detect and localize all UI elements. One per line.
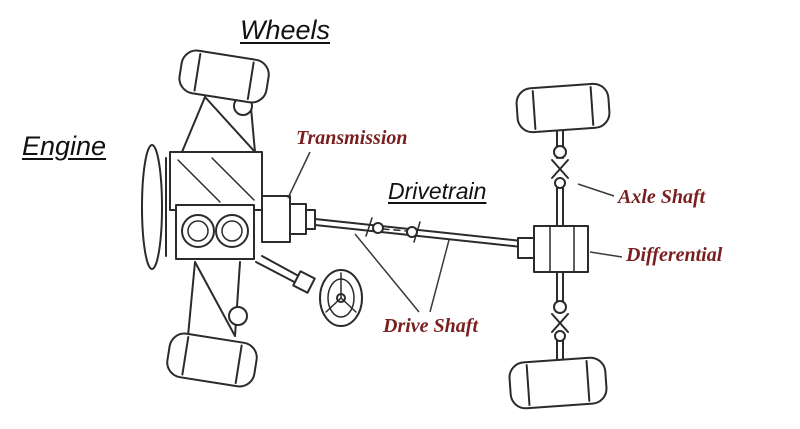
- steering-assembly: [255, 255, 363, 327]
- drive-shaft: [314, 217, 535, 259]
- drive-shaft-label: Drive Shaft: [383, 315, 478, 337]
- front-upper-suspension: [181, 96, 256, 153]
- differential-unit: [533, 225, 589, 273]
- drivetrain-label: Drivetrain: [388, 178, 487, 204]
- rear-wheel-top: [515, 82, 611, 134]
- axle-shaft-label: Axle Shaft: [618, 186, 706, 208]
- engine-block: [169, 151, 263, 260]
- front-bumper: [141, 144, 167, 270]
- axle-shaft-pointer: [577, 183, 615, 197]
- drive-shaft-pointer-right: [429, 239, 450, 313]
- differential-pointer: [589, 251, 623, 258]
- engine-label: Engine: [22, 131, 107, 161]
- universal-joint-lower: [551, 300, 569, 342]
- rear-wheel-bottom: [508, 356, 608, 410]
- callout-lines: [287, 151, 623, 313]
- transmission-label: Transmission: [296, 127, 408, 149]
- differential-label: Differential: [626, 244, 723, 266]
- universal-joint-upper: [551, 145, 569, 189]
- transmission-pointer: [287, 151, 311, 199]
- drive-shaft-pointer-left: [354, 233, 420, 313]
- front-lower-suspension: [187, 261, 248, 337]
- transmission-housing: [261, 195, 316, 243]
- wheels-label: Wheels: [240, 15, 331, 45]
- front-wheel-bottom: [166, 332, 258, 388]
- front-wheel-top: [178, 49, 270, 104]
